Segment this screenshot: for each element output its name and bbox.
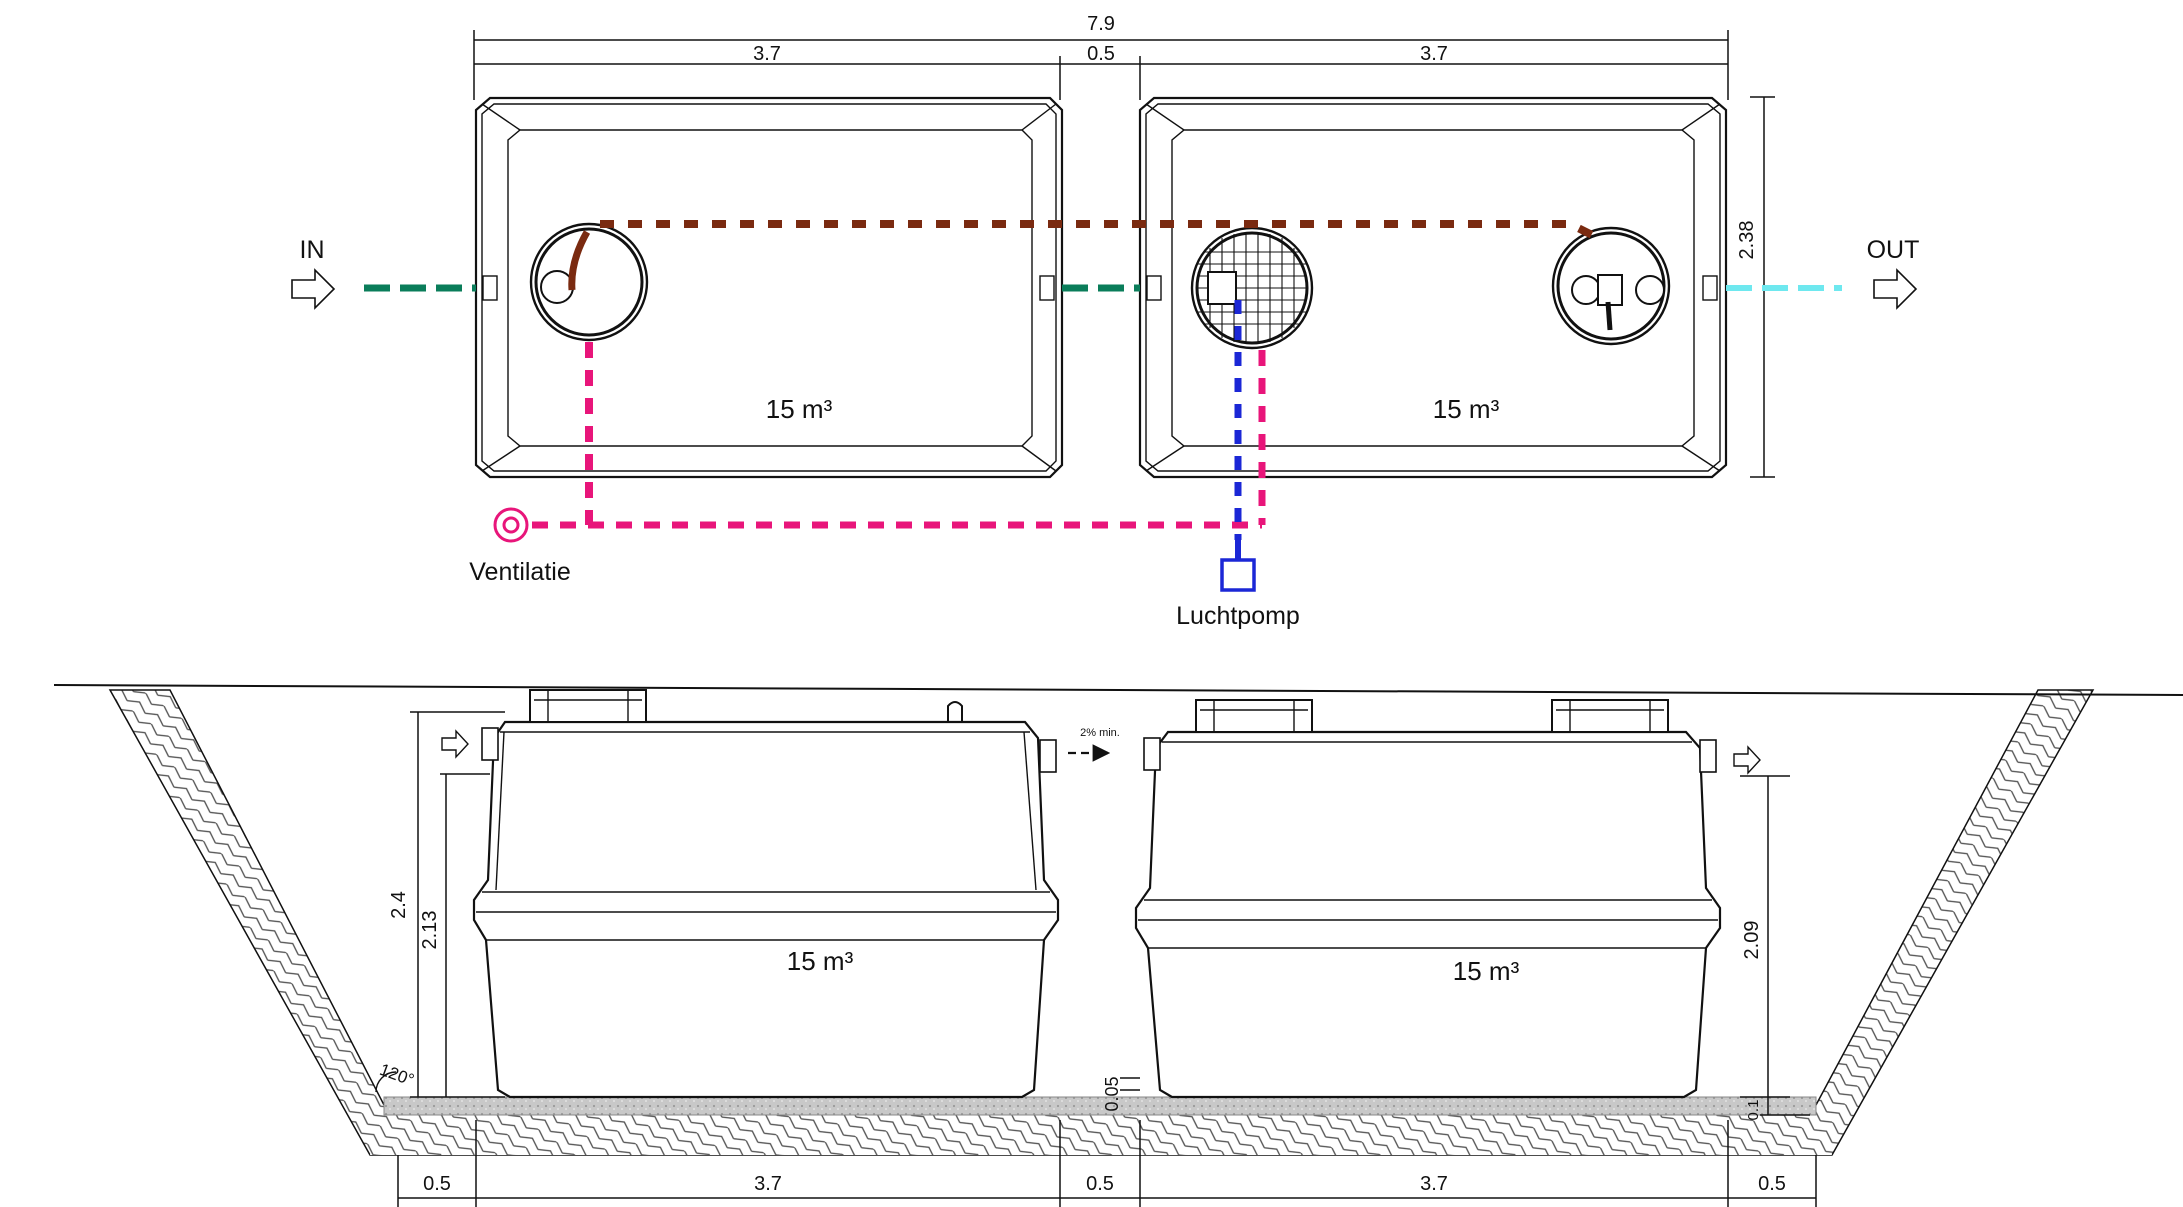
gap-dim: 0.5 — [1087, 43, 1115, 65]
tank1-length-dim: 3.7 — [753, 43, 781, 65]
gap-detail-dim: 0.05 — [1102, 1076, 1122, 1111]
outlet-arrow-icon — [1873, 268, 1918, 310]
section-bottom-dims: 0.5 3.7 0.5 3.7 0.5 — [397, 1120, 1817, 1207]
inlet-arrow-icon — [291, 268, 336, 310]
bottom-left-margin-dim: 0.5 — [423, 1173, 451, 1195]
tank2-section: 15 m³ — [1134, 699, 1722, 1099]
inlet-label: IN — [300, 236, 325, 264]
plan-view: 7.9 3.7 0.5 3.7 2.38 15 m³ — [291, 13, 1920, 630]
tank1-plan: 15 m³ — [474, 96, 1064, 479]
tank1-section: 15 m³ — [472, 689, 1060, 1099]
plan-pipes — [364, 220, 1842, 560]
inlet-height-dim: 2.13 — [419, 911, 441, 950]
bottom-right-margin-dim: 0.5 — [1758, 1173, 1786, 1195]
width-dim: 2.38 — [1736, 221, 1758, 260]
total-length-dim: 7.9 — [1087, 13, 1115, 35]
bed-thickness-dim: 0.1 — [1745, 1100, 1762, 1121]
tank1-volume-label: 15 m³ — [766, 394, 833, 424]
section-tank1-volume: 15 m³ — [787, 946, 854, 976]
section-inlet-arrow-icon — [441, 729, 469, 759]
section-view: 15 m³ 15 m³ 2% min. — [53, 684, 2183, 1207]
air-pump-marker: Luchtpomp — [1176, 558, 1300, 630]
tank2-plan: 15 m³ — [1138, 96, 1728, 479]
tank2-volume-label: 15 m³ — [1433, 394, 1500, 424]
ventilation-label: Ventilatie — [469, 558, 570, 586]
slope-note: 2% min. — [1080, 727, 1120, 739]
plan-dimensions: 7.9 3.7 0.5 3.7 2.38 — [473, 13, 1775, 478]
bottom-tank2-dim: 3.7 — [1420, 1173, 1448, 1195]
tank2-length-dim: 3.7 — [1420, 43, 1448, 65]
excavation — [53, 684, 2183, 1156]
outlet-marker: OUT — [1867, 236, 1920, 310]
section-outlet-arrow-icon — [1733, 745, 1761, 775]
air-pump-label: Luchtpomp — [1176, 602, 1300, 630]
bottom-tank1-dim: 3.7 — [754, 1173, 782, 1195]
ventilation-marker: Ventilatie — [469, 507, 571, 586]
tank-height-dim: 2.4 — [388, 891, 410, 919]
outlet-label: OUT — [1867, 236, 1920, 264]
slope-angle-dim: 120° — [377, 1060, 417, 1090]
section-vertical-dims: 2.4 2.13 2.09 0.1 0.05 120° — [375, 711, 1810, 1121]
outlet-height-dim: 2.09 — [1741, 921, 1763, 960]
air-pump-icon — [1220, 558, 1256, 592]
section-flow-arrows: 2% min. — [441, 727, 1761, 775]
section-tank2-volume: 15 m³ — [1453, 956, 1520, 986]
inlet-marker: IN — [291, 236, 336, 310]
bottom-gap-dim: 0.5 — [1086, 1173, 1114, 1195]
